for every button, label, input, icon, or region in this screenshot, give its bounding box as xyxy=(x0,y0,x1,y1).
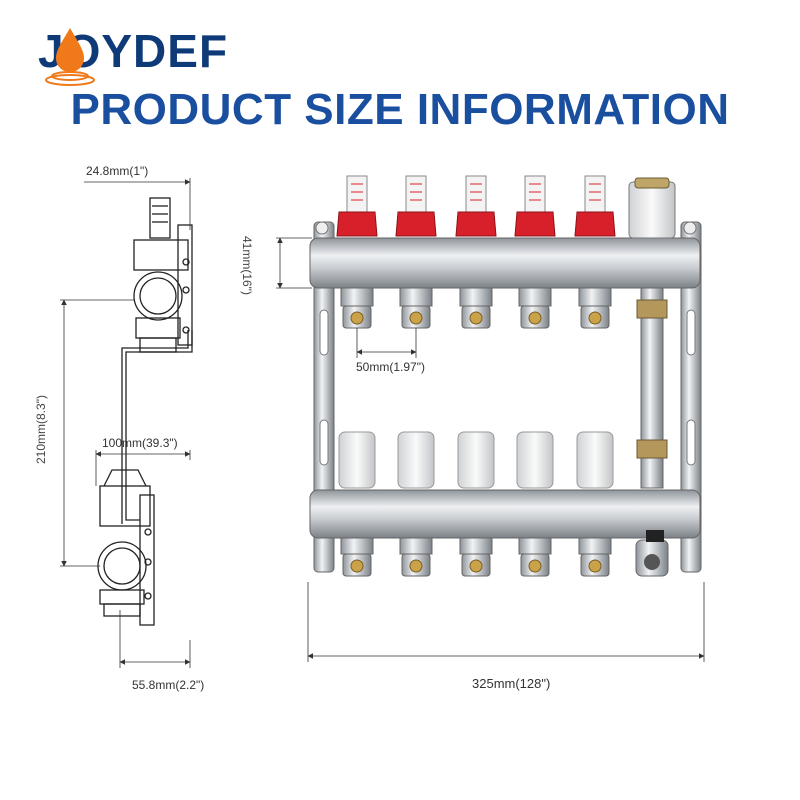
dim-front-bar-height: 41mm(16") xyxy=(240,236,254,295)
dim-front-spacing: 50mm(1.97") xyxy=(356,360,425,374)
dim-front-total-width: 325mm(128") xyxy=(472,676,551,691)
page-title: PRODUCT SIZE INFORMATION xyxy=(70,85,730,134)
side-view xyxy=(97,197,193,626)
flowmeter-row xyxy=(336,175,616,237)
dim-side-pipe-offset: 100mm(39.3") xyxy=(102,436,178,450)
front-view xyxy=(309,177,702,577)
dim-side-height: 210mm(8.3") xyxy=(34,395,48,464)
dim-side-top-width: 24.8mm(1") xyxy=(86,164,149,178)
top-fittings xyxy=(340,287,612,329)
bottom-fittings xyxy=(340,537,612,577)
return-caps xyxy=(338,431,614,489)
dim-side-bottom-width: 55.8mm(2.2") xyxy=(132,678,205,692)
water-drop-icon xyxy=(45,28,95,86)
brand-logo: JOYDEF xyxy=(18,12,278,86)
